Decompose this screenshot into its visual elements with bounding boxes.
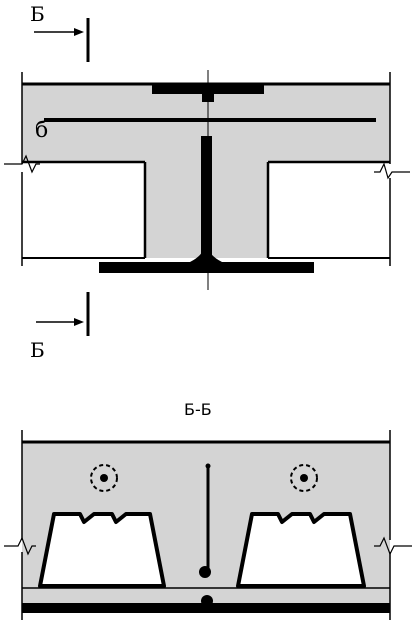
web-top-node	[205, 463, 211, 469]
section-arrow-top-head	[74, 28, 84, 36]
rebar-symbol-right	[290, 464, 318, 492]
left-break-mark	[4, 154, 40, 174]
section-left-break	[4, 536, 36, 556]
top-plate-stud	[202, 94, 214, 102]
rebar-symbol-left	[90, 464, 118, 492]
section-marker-label-top: Б	[30, 2, 45, 26]
top-steel-plate	[152, 84, 264, 94]
bottom-steel-flange	[99, 262, 314, 273]
section-bottom-plate	[22, 603, 390, 613]
beam-section-view	[4, 18, 410, 336]
web-bottom-node	[199, 566, 211, 578]
section-title: Б-Б	[184, 400, 212, 419]
deck-void-left	[38, 512, 166, 588]
section-right-break	[374, 536, 412, 556]
right-break-mark	[374, 162, 410, 180]
steel-web	[201, 136, 212, 258]
section-arrow-bottom-head	[74, 318, 84, 326]
section-marker-label-bottom: Б	[30, 338, 45, 362]
deck-void-right	[236, 512, 366, 588]
section-bb-view	[4, 430, 412, 620]
rebar-label: б	[35, 118, 49, 143]
web-fillet	[190, 240, 222, 262]
